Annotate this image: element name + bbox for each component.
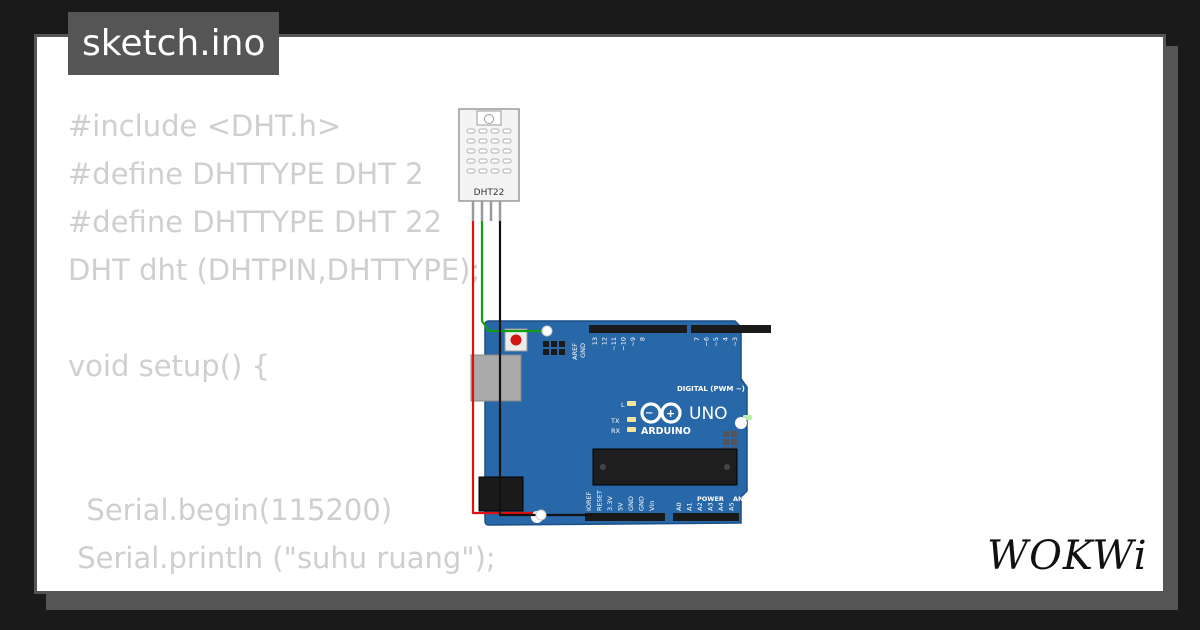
pin-label: 2 [741,337,749,341]
code-line: DHT dht (DHTPIN,DHTTYPE); [68,253,481,287]
pin-label: A4 [717,502,725,511]
digital-header-right [691,325,771,333]
pin-label: A1 [686,502,694,511]
arduino-infinity-logo [640,402,682,424]
wire-data[interactable] [480,221,547,333]
tx-led-label: TX [610,417,620,425]
pin-label: 3.3V [606,496,614,511]
digital-header-left [589,325,687,333]
logo-minus: − [645,408,653,419]
pin-label: 12 [601,337,609,345]
rx-led-label: RX [611,427,621,435]
board-model: UNO [689,404,728,424]
l-led-label: L [621,401,625,409]
icsp-header [543,341,565,355]
code-line: #define DHTTYPE DHT 2 [68,157,424,191]
sensor-mount-hole [484,114,494,124]
dht22-sensor[interactable]: DHT22 [458,108,520,221]
pin-label: 4 [722,337,730,341]
code-preview: #include <DHT.h> #define DHTTYPE DHT 2 #… [68,102,588,591]
mount-hole [735,417,747,429]
board-brand: ARDUINO [641,426,691,437]
pin-label: IOREF [585,491,593,511]
pin-label: ~9 [629,337,637,347]
pin-label: ~6 [703,337,711,347]
code-line: Serial.println(""); [68,582,588,591]
analog-header-label: ANALOG IN [733,495,773,503]
on-led-label: ON [757,416,767,424]
pin-label: ~11 [610,337,618,351]
pin-label: A2 [696,502,704,511]
pin-label: 7 [693,337,701,341]
pin-label: A5 [728,502,736,511]
pin-label: ~10 [620,337,628,351]
pin-label: 5V [617,502,625,511]
code-line: Serial.begin(115200) [68,493,393,527]
pin-label: ~5 [712,337,720,347]
circuit-diagram: DHT22 AREF [458,108,773,526]
digital-header-label: DIGITAL (PWM ~) [677,385,745,393]
sensor-pins [471,201,502,221]
pin-label: GND [638,496,646,511]
sensor-label: DHT22 [474,188,505,198]
rx-led [627,427,636,432]
wire-vcc[interactable] [471,221,533,515]
wire-endpoint [541,325,553,337]
microcontroller-chip [592,448,738,486]
tx-led [627,417,636,422]
wire-endpoint [535,509,547,521]
wire-gnd[interactable] [498,221,593,517]
code-line: void setup() { [68,349,270,383]
pin-label: GND [627,496,635,511]
pin-label: Vin [648,501,656,511]
code-line: Serial.println ("suhu ruang"); [68,541,496,575]
wokwi-logo-text: WOKWi [987,533,1148,579]
code-line: #define DHTTYPE DHT 22 [68,205,443,239]
analog-header [673,513,739,521]
pin-label: A0 [675,502,683,511]
pin-label: ~3 [731,337,739,347]
pin-label: 8 [639,337,647,341]
wokwi-logo[interactable]: WOKWi [981,525,1161,585]
gnd-label: GND [579,343,587,358]
power-header [585,513,665,521]
l-led [627,401,636,406]
power-header-label: POWER [697,495,724,503]
preview-card: #include <DHT.h> #define DHTTYPE DHT 2 #… [34,34,1166,594]
pin-label: A3 [707,502,715,511]
pin-label: 13 [591,337,599,345]
pin-label: TX 1 [750,337,758,353]
on-led [743,415,752,420]
aref-label: AREF [571,343,579,360]
logo-plus: + [666,407,675,420]
reset-button-cap [510,334,522,346]
code-line: #include <DHT.h> [68,109,342,143]
pin-label: RESET [596,490,604,511]
pin-label: RX 0 [760,337,768,352]
sketch-filename-badge: sketch.ino [68,12,280,75]
sensor-grille [466,128,512,174]
usb-connector[interactable] [470,354,522,402]
wires [471,221,593,521]
